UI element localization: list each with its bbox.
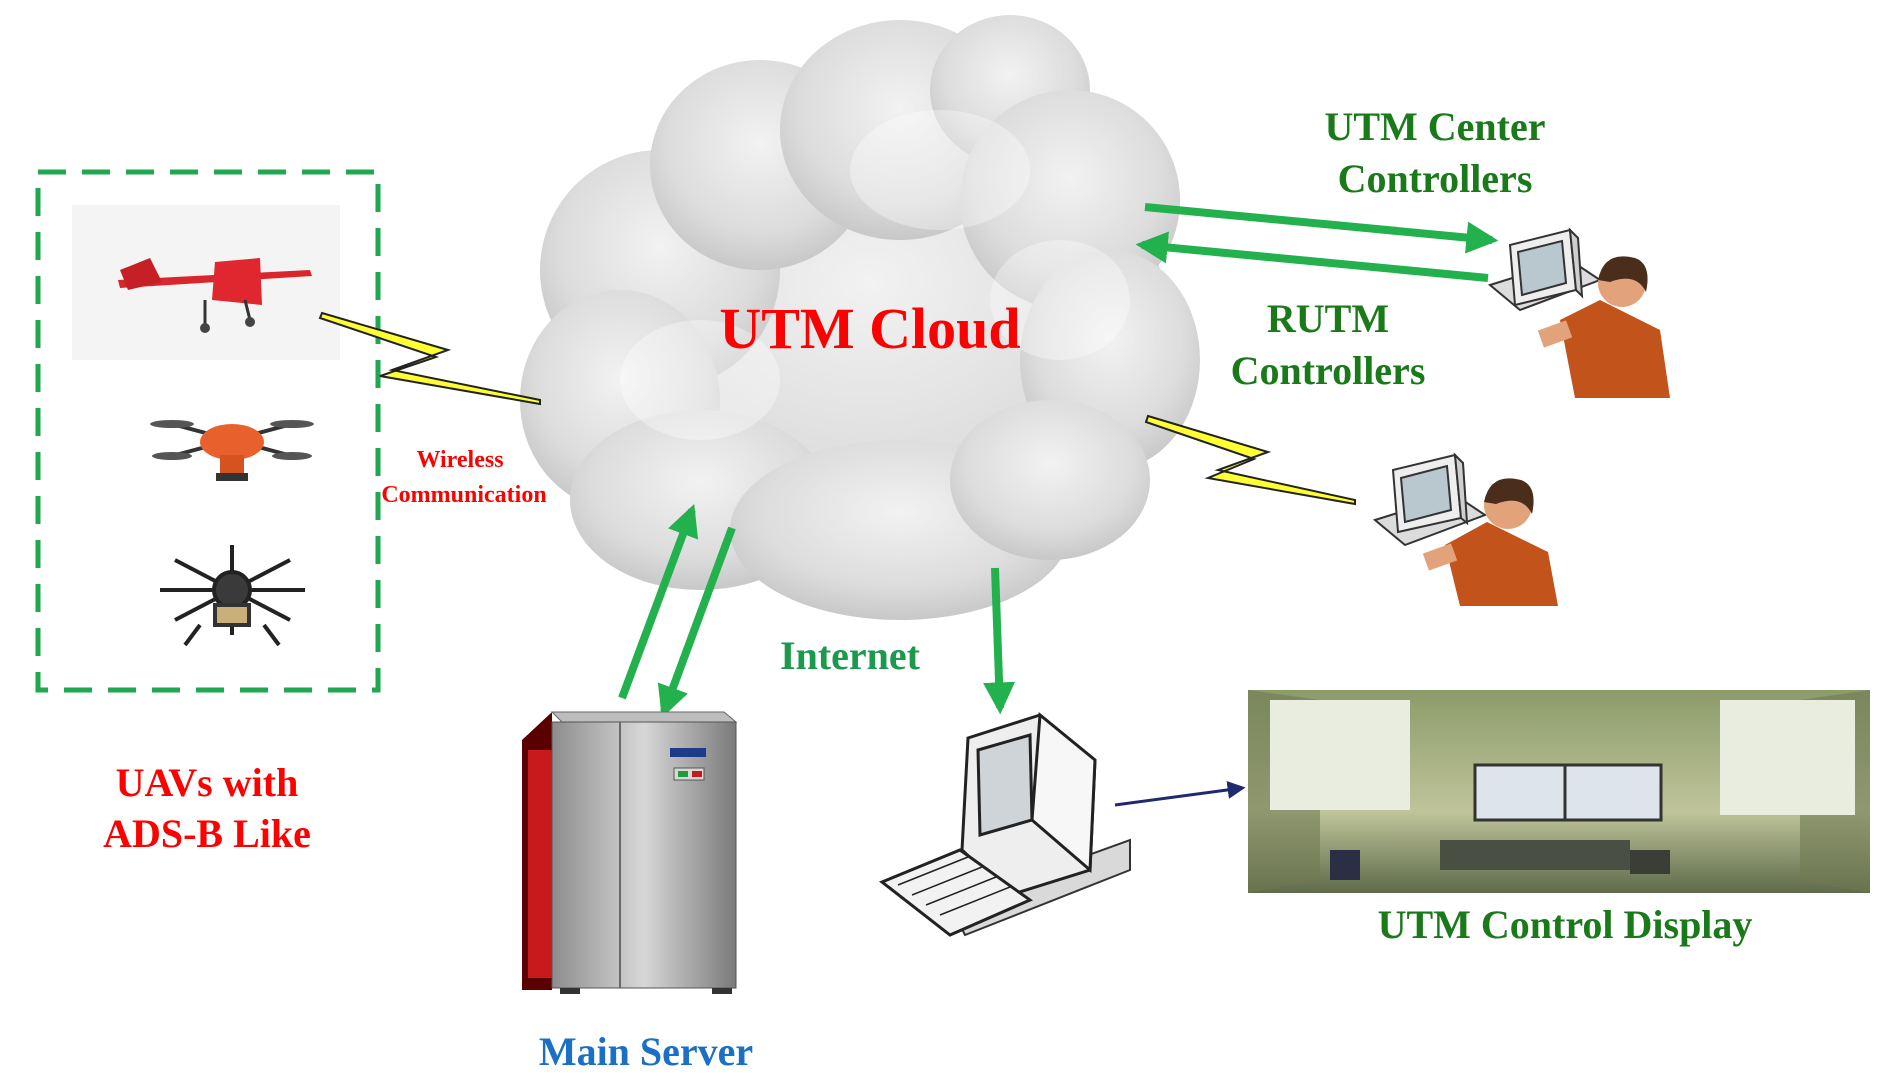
quadcopter-icon <box>150 420 314 481</box>
octocopter-icon <box>160 545 305 647</box>
workstation-to-display-arrow <box>1114 780 1246 807</box>
controller-operator-icon <box>1487 227 1670 398</box>
utm-cloud-shape <box>520 15 1200 620</box>
wireless-label-line1: Wireless <box>416 447 503 473</box>
center-controllers-label-line1: UTM Center <box>1324 104 1545 149</box>
fixed-wing-uav-icon <box>72 205 340 360</box>
cloud-label: UTM Cloud <box>719 296 1020 361</box>
control-room-photo <box>1248 690 1870 893</box>
uav-group-label-line1: UAVs with <box>116 760 299 805</box>
server-to-cloud-arrow <box>618 504 699 700</box>
center-controllers-label-line2: Controllers <box>1338 156 1533 201</box>
lightning-bolt-icon <box>318 311 541 406</box>
main-server-label: Main Server <box>539 1029 753 1074</box>
center-to-cloud-arrow <box>1135 231 1489 282</box>
workstation-icon <box>879 712 1131 937</box>
cloud-to-server-arrow <box>657 526 736 719</box>
lightning-bolt-icon <box>1144 414 1356 506</box>
cloud-to-center-arrow <box>1144 203 1499 254</box>
internet-label: Internet <box>780 633 921 678</box>
rutm-controllers-label-line2: Controllers <box>1231 348 1426 393</box>
main-server-icon <box>522 711 738 994</box>
control-display-label: UTM Control Display <box>1378 902 1753 947</box>
uav-group-box <box>35 169 381 693</box>
wireless-label-line2: Communication <box>381 482 546 508</box>
rutm-controllers-label-line1: RUTM <box>1267 296 1389 341</box>
controller-operator-icon <box>1372 452 1558 606</box>
uav-group-label-line2: ADS-B Like <box>103 811 311 856</box>
cloud-to-workstation-arrow <box>983 567 1016 715</box>
